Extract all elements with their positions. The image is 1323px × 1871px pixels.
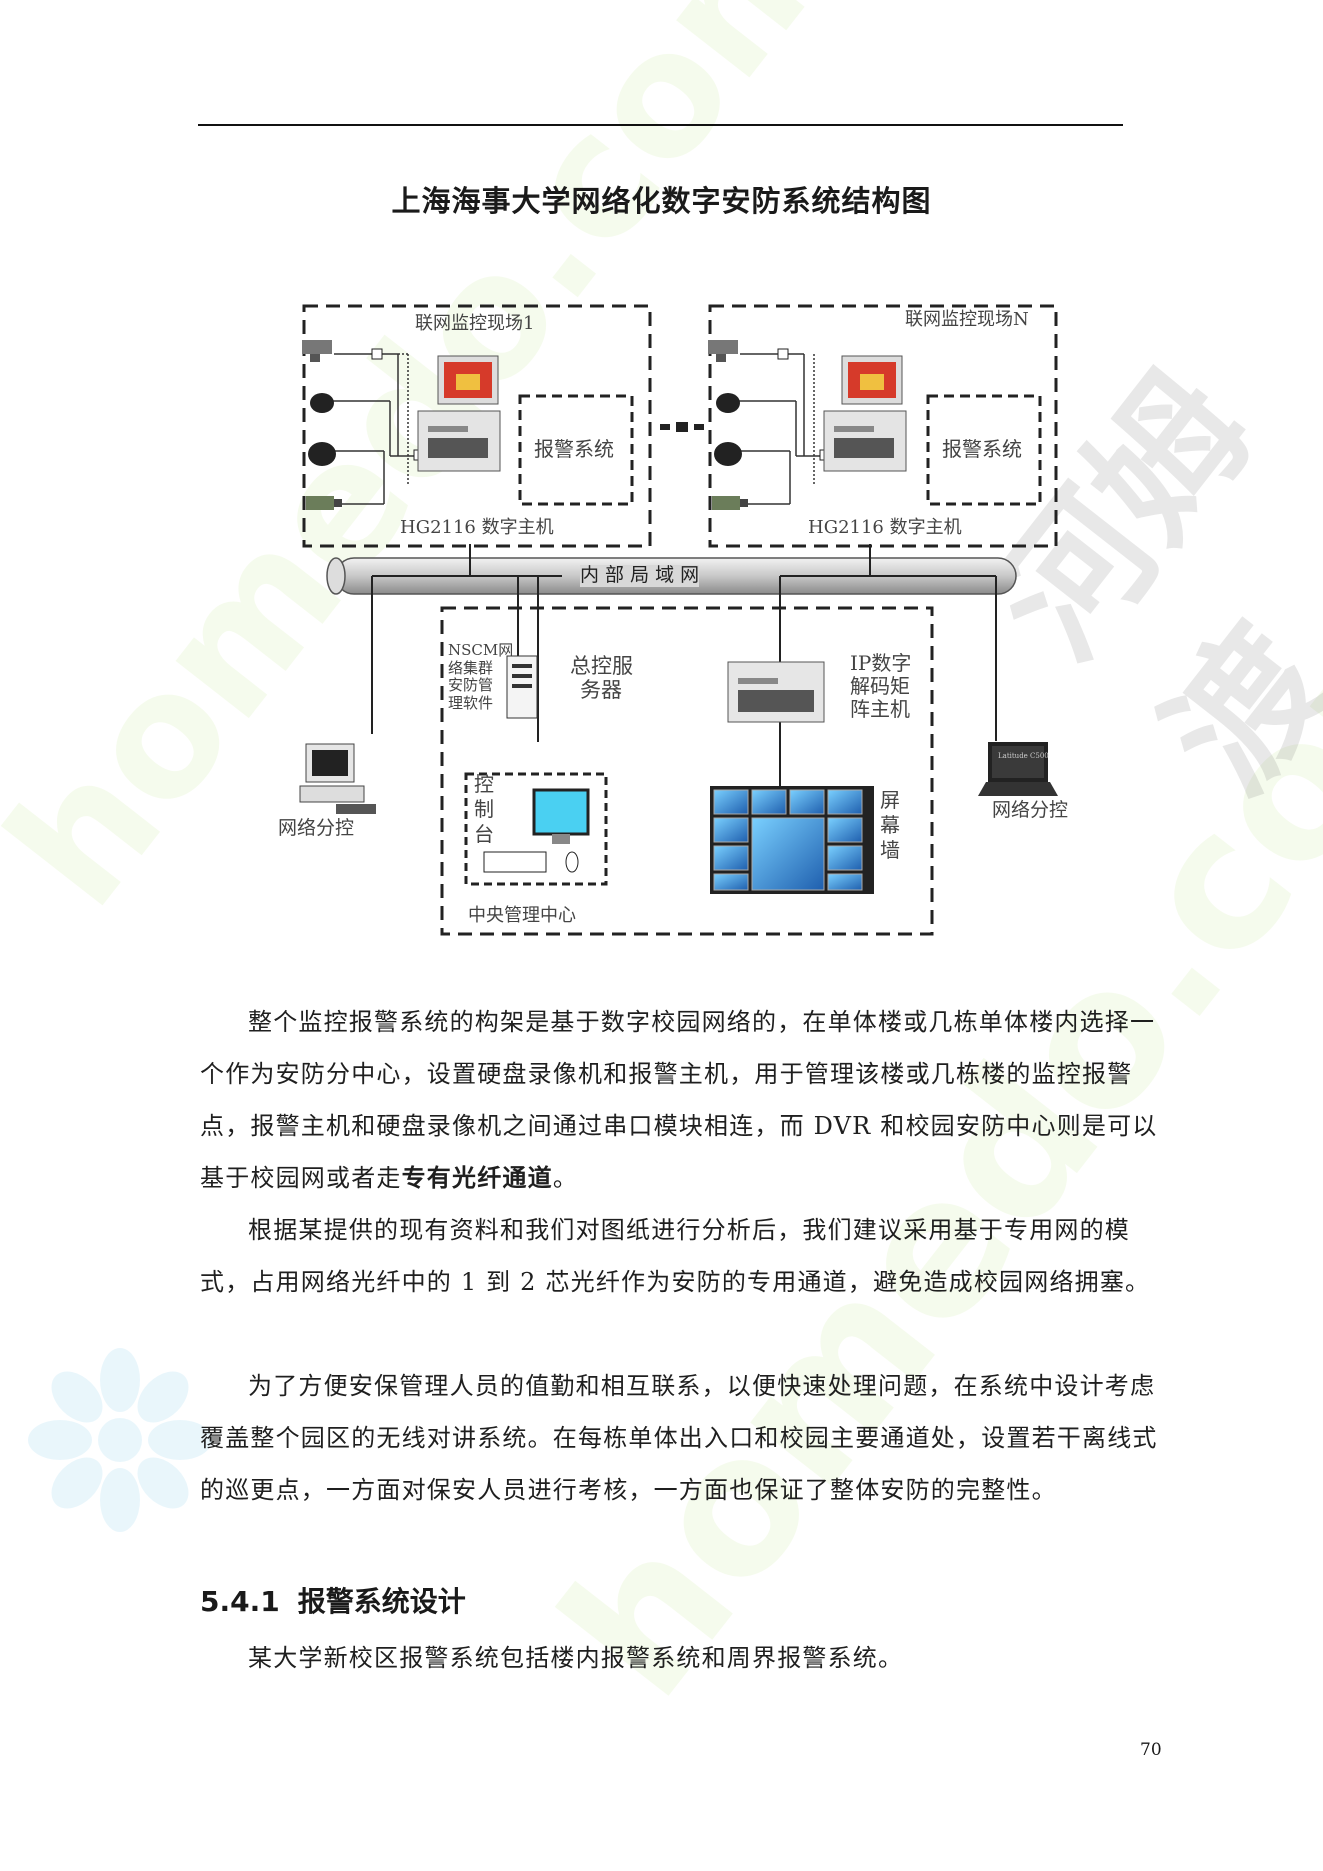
- figure-title: 上海海事大学网络化数字安防系统结构图: [391, 184, 932, 218]
- dome-camera-icon-na: [716, 393, 740, 413]
- header-rule: [198, 124, 1123, 126]
- net-control-left-label: 网络分控: [278, 817, 355, 839]
- site1-box: [302, 304, 652, 548]
- nscm-label: NSCM网 络集群 安防管 理软件: [448, 641, 514, 713]
- console-label: 控制台: [474, 772, 494, 846]
- page-number: 70: [1140, 1740, 1162, 1760]
- alarm-box-1: [518, 394, 634, 506]
- server-icon: [506, 655, 538, 719]
- decoder-host-icon: [727, 661, 825, 723]
- dome-camera-icon-1a: [310, 393, 334, 413]
- central-center-box: [440, 606, 934, 936]
- paragraph-1: 整个监控报警系统的构架是基于数字校园网络的，在单体楼或几栋单体楼内选择一个作为安…: [200, 1008, 1158, 1192]
- console-box: [464, 772, 608, 886]
- dome-camera-icon-1b: [308, 442, 336, 466]
- screen-wall-label: 屏幕墙: [880, 788, 900, 862]
- ellipsis-icon: [660, 422, 704, 432]
- siteN-box: [708, 304, 1058, 548]
- dvr-host-icon-1: [417, 355, 501, 472]
- lan-label: 内 部 局 域 网: [580, 564, 700, 587]
- laptop-icon: [978, 742, 1058, 796]
- dvr-host-icon-n: [823, 355, 907, 472]
- ptz-camera-icon-1: [302, 340, 332, 362]
- host-label-n: HG2116 数字主机: [808, 517, 962, 538]
- decoder-label: IP数字 解码矩 阵主机: [850, 651, 912, 721]
- box-camera-icon-1: [306, 496, 342, 510]
- ptz-camera-icon-n: [708, 340, 738, 362]
- diagram-graphics: [299, 304, 1058, 936]
- flower-watermark-icon: [28, 1348, 212, 1532]
- alarm-label-1: 报警系统: [534, 437, 614, 461]
- paragraph-4: 某大学新校区报警系统包括楼内报警系统和周界报警系统。: [248, 1644, 904, 1672]
- console-workstation-icon: [483, 788, 590, 873]
- server-label: 总控服 务器: [570, 654, 633, 703]
- alarm-box-n: [926, 394, 1042, 506]
- screen-wall-icon: [710, 786, 874, 894]
- siteN-label: 联网监控现场N: [905, 309, 1029, 330]
- dome-camera-icon-nb: [714, 442, 742, 466]
- paragraph-3: 为了方便安保管理人员的值勤和相互联系，以便快速处理问题，在系统中设计考虑覆盖整个…: [200, 1372, 1158, 1504]
- center-label: 中央管理中心: [468, 905, 576, 926]
- box-camera-icon-n: [712, 496, 748, 510]
- site1-label: 联网监控现场1: [415, 313, 535, 334]
- paragraph-2: 根据某提供的现有资料和我们对图纸进行分析后，我们建议采用基于专用网的模式，占用网…: [200, 1216, 1151, 1296]
- host-label-1: HG2116 数字主机: [400, 517, 554, 538]
- laptop-brand: Latitude C500: [998, 752, 1049, 760]
- alarm-label-n: 报警系统: [942, 437, 1022, 461]
- net-control-right-label: 网络分控: [992, 799, 1069, 821]
- site1-cameras: [332, 353, 420, 505]
- left-pc-icon: [299, 743, 376, 814]
- system-diagram: 联网监控现场1 联网监控现场N 报警系统 报警系统 HG2116 数字主机 HG…: [278, 286, 1070, 942]
